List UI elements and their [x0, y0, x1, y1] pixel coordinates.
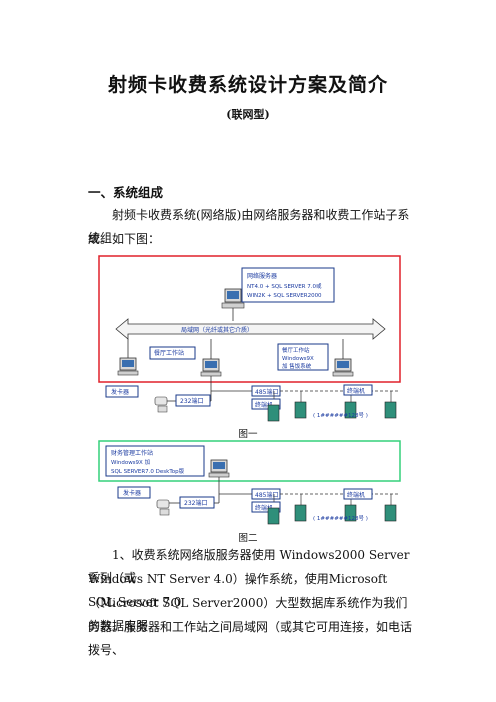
terminal-box-2: [343, 384, 373, 396]
terminal-device-icon: [267, 391, 397, 422]
figure-2-caption: 图二: [238, 533, 258, 544]
figure-1-caption: 图一: [238, 429, 258, 440]
terminal-label-3: 终端机: [255, 504, 273, 512]
station-computer-icon: [200, 358, 222, 377]
station-label: 餐厅工作站: [154, 349, 184, 357]
station2-computer-icon: [332, 358, 354, 377]
rs485-label: 485端口: [255, 388, 278, 396]
rs232-box-2: [179, 496, 215, 509]
terminal-range: ( 1######128号 ): [313, 412, 368, 419]
intro-line-2: 成。如下图：: [88, 232, 161, 246]
workstation-line-1: 财务管理工作站: [111, 449, 153, 457]
station2-line-2: Windows9X: [282, 356, 314, 362]
terminal-label-2: 终端机: [347, 387, 365, 395]
terminal-box-4: [343, 488, 373, 500]
rs232-label-2: 232端口: [184, 499, 207, 507]
figure-2-frame: [98, 440, 401, 482]
page-title: 射频卡收费系统设计方案及简介: [107, 74, 388, 96]
terminal-label-4: 终端机: [347, 491, 365, 499]
card-reader-icon-2: [156, 499, 170, 516]
terminal-range-2: ( 1######128号 ): [313, 515, 368, 522]
page-subtitle: (联网型): [226, 108, 270, 121]
para1-line-4: 务器。服务器和工作站之间局域网（或其它可用连接，如电话拨号、: [88, 620, 413, 657]
para1-line-3: （Microsoft SQL Server2000）大型数据库系统作为我们的数据…: [88, 596, 408, 633]
rs232-label: 232端口: [180, 397, 203, 405]
figure-2-diagram: 财务管理工作站 Windows9X 加 SQL SERVER7.0 DeskTo…: [98, 440, 401, 525]
station-label-box: [149, 346, 196, 360]
intro-line-1: 射频卡收费系统(网络版)由网络服务器和收费工作站子系统组: [88, 208, 410, 245]
section-heading: 一、系统组成: [88, 185, 164, 200]
station2-line-1: 餐厅工作站: [282, 346, 310, 354]
card-issuer-box-2: [117, 486, 151, 499]
server-info-box: [241, 267, 335, 303]
figure-1-frame: [98, 255, 401, 383]
card-issuer-box: [105, 385, 139, 398]
server-box-line-3: WIN2K + SQL SERVER2000: [247, 293, 322, 299]
para1-line-2: Windows NT Server 4.0）操作系统，使用Microsoft S…: [88, 572, 388, 609]
server-computer-icon: [221, 288, 245, 309]
para1-line-1: 1、收费系统网络版服务器使用 Windows2000 Server 系列（或: [88, 548, 410, 585]
server-box-line-2: NT4.0 + SQL SERVER 7.0或: [247, 282, 322, 290]
finance-computer-icon: [208, 459, 230, 478]
card-issuer-label-2: 发卡器: [123, 489, 141, 497]
station2-line-3: 加 售饭系统: [282, 362, 312, 370]
terminal-box: [251, 398, 281, 410]
lan-label: 局域网（光纤或其它介质）: [181, 326, 253, 334]
card-reader-icon: [154, 396, 168, 413]
rs232-box: [175, 394, 211, 407]
station2-info-box: [277, 343, 329, 371]
figure-1-diagram: 网络服务器 NT4.0 + SQL SERVER 7.0或 WIN2K + SQ…: [98, 255, 401, 422]
lan-bar: [115, 318, 386, 340]
rs485-label-2: 485端口: [255, 491, 278, 499]
server-box-line-1: 网络服务器: [247, 272, 277, 280]
terminal-box-3: [251, 501, 281, 513]
workstation-line-2: Windows9X 加: [111, 458, 150, 466]
left-computer-icon: [117, 357, 139, 376]
card-issuer-label: 发卡器: [111, 388, 129, 396]
workstation-line-3: SQL SERVER7.0 DeskTop版: [111, 467, 185, 475]
terminal-label: 终端机: [255, 401, 273, 409]
workstation-info-box: [105, 445, 205, 477]
